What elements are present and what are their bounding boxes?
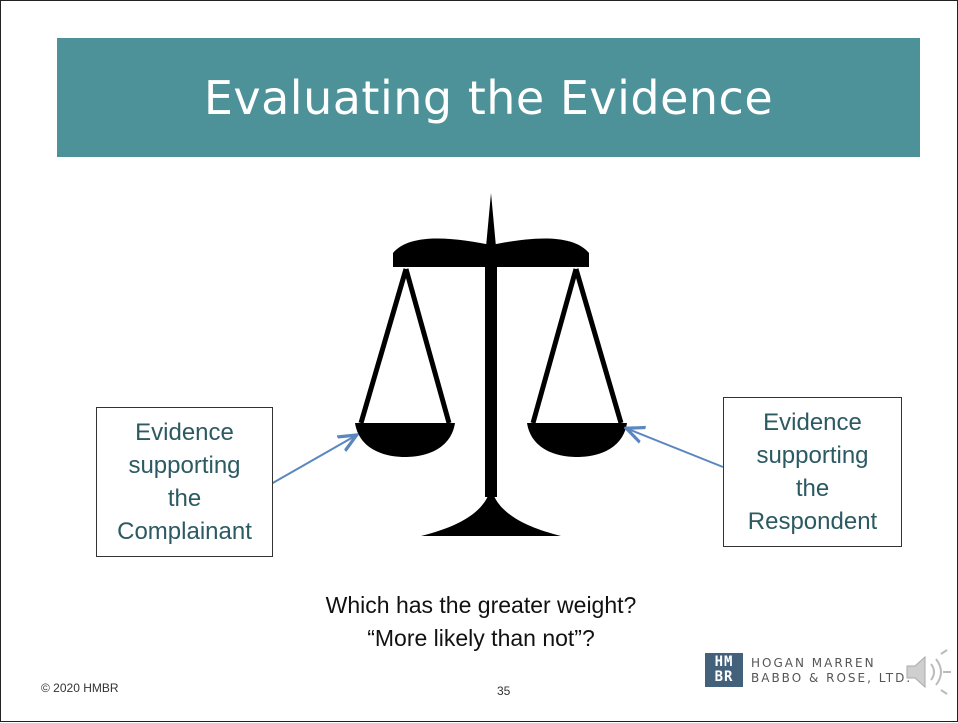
question-text: Which has the greater weight? “More like… <box>261 589 701 655</box>
speaker-audio-icon[interactable] <box>901 648 953 696</box>
question-line-2: “More likely than not”? <box>367 625 595 651</box>
copyright-text: © 2020 HMBR <box>41 681 119 695</box>
right-arrow <box>628 429 724 468</box>
left-box-line: supporting <box>128 452 241 479</box>
right-box-line: the <box>795 475 830 502</box>
right-box-line: Evidence <box>763 409 862 436</box>
left-box-line: Complainant <box>117 518 252 545</box>
question-line-1: Which has the greater weight? <box>325 592 637 618</box>
slide-title: Evaluating the Evidence <box>203 70 774 125</box>
logo-line-2: BABBO & ROSE, LTD. <box>751 671 913 685</box>
left-box-line: the <box>167 485 202 512</box>
scales-of-justice-icon <box>355 193 627 536</box>
logo-line-1: HOGAN MARREN <box>751 656 876 670</box>
firm-logo-mark: HM BR <box>705 653 743 687</box>
respondent-evidence-box: Evidence supporting the Respondent <box>723 397 902 547</box>
slide-number: 35 <box>497 684 511 698</box>
right-box-line: Respondent <box>747 508 878 535</box>
logo-mark-bottom: BR <box>714 669 734 685</box>
left-box-line: Evidence <box>135 419 234 446</box>
firm-logo-text: HOGAN MARREN BABBO & ROSE, LTD. <box>751 656 912 686</box>
right-box-line: supporting <box>756 442 869 469</box>
title-banner: Evaluating the Evidence <box>57 38 920 157</box>
complainant-evidence-box: Evidence supporting the Complainant <box>96 407 273 557</box>
logo-mark-top: HM <box>714 654 734 670</box>
